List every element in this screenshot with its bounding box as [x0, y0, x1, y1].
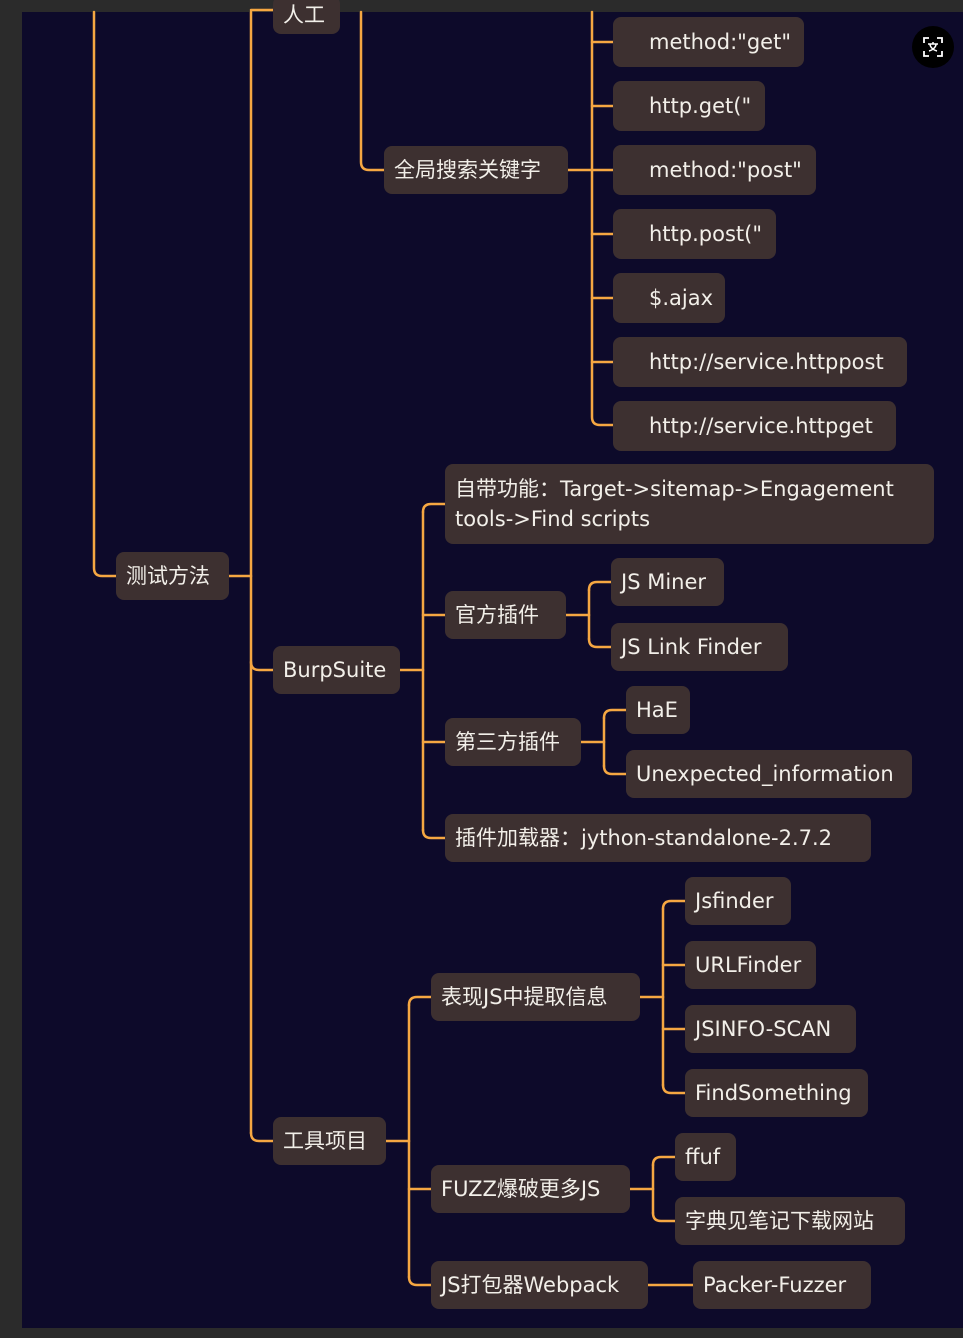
node-chajian-jiazaiqi[interactable]: 插件加载器：jython-standalone-2.7.2 [445, 814, 871, 862]
node-jsfinder[interactable]: Jsfinder [685, 877, 791, 925]
node-keyword-http-post[interactable]: http.post(" [613, 209, 776, 259]
node-keyword-method-post[interactable]: method:"post" [613, 145, 816, 195]
node-quanju-sousuo[interactable]: 全局搜索关键字 [384, 146, 568, 194]
node-zidian-wangzhan[interactable]: 字典见笔记下载网站 [675, 1197, 905, 1245]
node-burpsuite[interactable]: BurpSuite [273, 646, 400, 694]
node-zidai-gongneng[interactable]: 自带功能：Target->sitemap->Engagement tools->… [445, 464, 934, 544]
node-ceshi-fangfa[interactable]: 测试方法 [116, 552, 229, 600]
node-jsinfo-scan[interactable]: JSINFO-SCAN [685, 1005, 856, 1053]
node-findsomething[interactable]: FindSomething [685, 1069, 868, 1117]
node-keyword-ajax[interactable]: $.ajax [613, 273, 725, 323]
node-urlfinder[interactable]: URLFinder [685, 941, 816, 989]
node-keyword-httppost[interactable]: http://service.httppost [613, 337, 907, 387]
node-hae[interactable]: HaE [626, 686, 690, 734]
node-keyword-method-get[interactable]: method:"get" [613, 17, 804, 67]
translate-icon[interactable] [912, 26, 954, 68]
node-rengong[interactable]: 人工 [273, 0, 340, 34]
node-unexpected-information[interactable]: Unexpected_information [626, 750, 912, 798]
node-gongju-xiangmu[interactable]: 工具项目 [273, 1117, 386, 1165]
node-js-webpack[interactable]: JS打包器Webpack [431, 1261, 648, 1309]
node-js-link-finder[interactable]: JS Link Finder [611, 623, 788, 671]
node-fuzz-baopo[interactable]: FUZZ爆破更多JS [431, 1165, 630, 1213]
node-keyword-httpget[interactable]: http://service.httpget [613, 401, 896, 451]
mindmap-canvas [22, 12, 963, 1328]
node-packer-fuzzer[interactable]: Packer-Fuzzer [693, 1261, 871, 1309]
node-ffuf[interactable]: ffuf [675, 1133, 736, 1181]
node-guanfang-chajian[interactable]: 官方插件 [445, 591, 566, 639]
node-biaoxian-tiqu[interactable]: 表现JS中提取信息 [431, 973, 640, 1021]
node-keyword-http-get[interactable]: http.get(" [613, 81, 765, 131]
node-js-miner[interactable]: JS Miner [611, 558, 724, 606]
node-disanfang-chajian[interactable]: 第三方插件 [445, 718, 581, 766]
